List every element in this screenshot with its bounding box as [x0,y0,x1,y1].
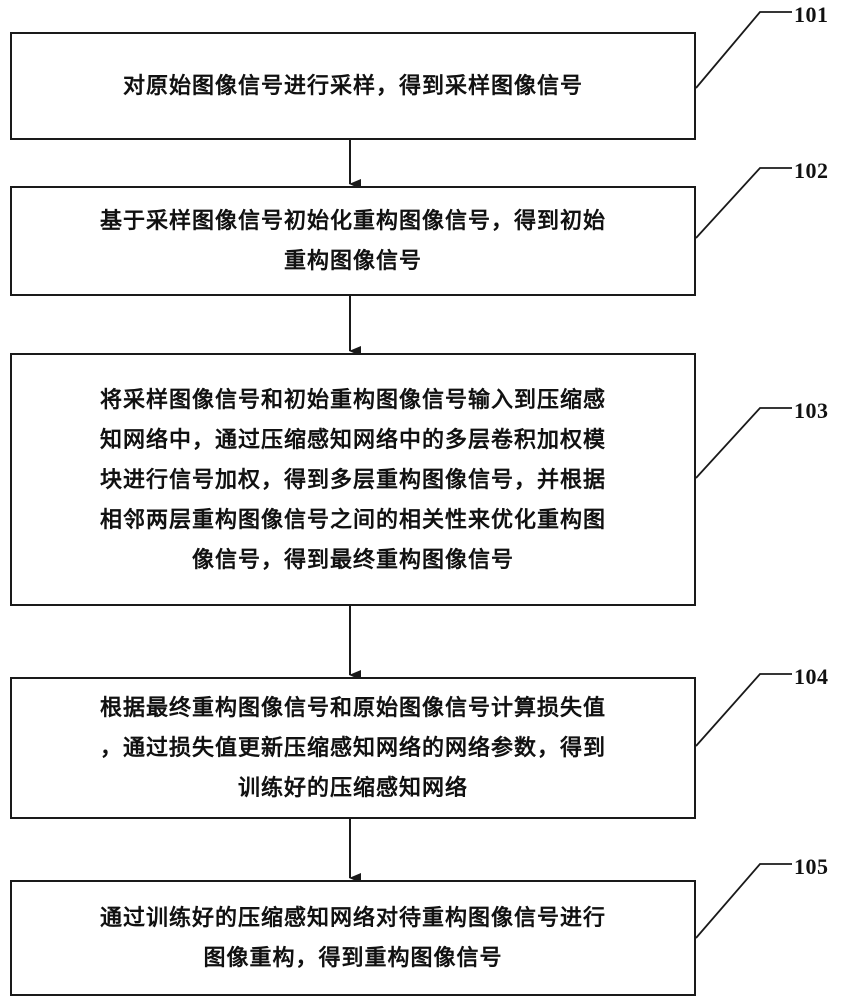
step-text-102: 基于采样图像信号初始化重构图像信号，得到初始 重构图像信号 [100,201,606,281]
step-box-101: 对原始图像信号进行采样，得到采样图像信号 [10,32,696,140]
step-104-line-2: ，通过损失值更新压缩感知网络的网络参数，得到 [99,735,606,761]
step-102-line-1: 基于采样图像信号初始化重构图像信号，得到初始 [99,208,606,234]
step-text-103: 将采样图像信号和初始重构图像信号输入到压缩感 知网络中，通过压缩感知网络中的多层… [100,380,606,580]
step-103-line-3: 块进行信号加权，得到多层重构图像信号，并根据 [99,466,606,493]
step-103-line-1: 将采样图像信号和初始重构图像信号输入到压缩感 [99,386,606,413]
step-label-104: 104 [794,664,829,689]
step-box-104: 根据最终重构图像信号和原始图像信号计算损失值 ，通过损失值更新压缩感知网络的网络… [10,677,696,819]
step-box-103: 将采样图像信号和初始重构图像信号输入到压缩感 知网络中，通过压缩感知网络中的多层… [10,353,696,606]
leader-line-101 [695,11,792,89]
step-103-line-4: 相邻两层重构图像信号之间的相关性来优化重构图 [99,506,606,533]
step-103-line-2: 知网络中，通过压缩感知网络中的多层卷积加权模 [99,426,606,453]
step-104-line-1: 根据最终重构图像信号和原始图像信号计算损失值 [99,695,606,721]
step-103-line-5: 像信号，得到最终重构图像信号 [191,546,514,573]
leader-line-104 [695,673,792,747]
step-102-line-2: 重构图像信号 [283,248,422,274]
step-104-line-3: 训练好的压缩感知网络 [237,775,468,801]
step-text-104: 根据最终重构图像信号和原始图像信号计算损失值 ，通过损失值更新压缩感知网络的网络… [100,688,606,808]
step-box-105: 通过训练好的压缩感知网络对待重构图像信号进行 图像重构，得到重构图像信号 [10,880,696,996]
leader-line-103 [695,407,792,479]
step-label-105: 105 [794,854,829,879]
step-105-line-2: 图像重构，得到重构图像信号 [203,945,503,971]
step-label-101: 101 [794,2,829,27]
step-label-103: 103 [794,398,829,423]
step-label-102: 102 [794,158,829,183]
step-text-105: 通过训练好的压缩感知网络对待重构图像信号进行 图像重构，得到重构图像信号 [100,898,606,978]
leader-line-102 [695,167,792,239]
step-101-line-1: 对原始图像信号进行采样，得到采样图像信号 [122,73,583,99]
leader-line-105 [695,863,792,939]
step-box-102: 基于采样图像信号初始化重构图像信号，得到初始 重构图像信号 [10,186,696,296]
step-105-line-1: 通过训练好的压缩感知网络对待重构图像信号进行 [99,905,606,931]
step-text-101: 对原始图像信号进行采样，得到采样图像信号 [123,66,583,106]
